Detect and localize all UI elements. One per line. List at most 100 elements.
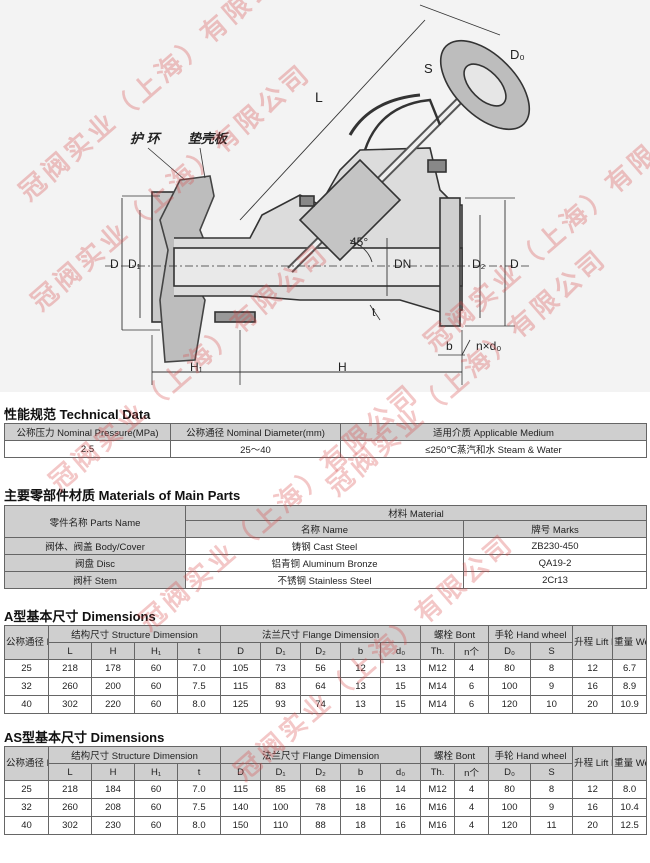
label-H1: H₁ (190, 360, 203, 374)
table-cell: 105 (220, 659, 262, 678)
table-cell: 60 (134, 798, 178, 817)
header-part-name: 零件名称 Parts Name (4, 505, 186, 538)
materials-table: 零件名称 Parts Name 材料 Material 名称 Name 牌号 M… (4, 505, 647, 589)
table-cell: 13 (380, 659, 422, 678)
table-cell: 18 (340, 816, 382, 835)
table-cell: M14 (420, 677, 456, 696)
table-cell: 4 (454, 816, 490, 835)
dims-as-title: AS型基本尺寸 Dimensions (4, 730, 165, 745)
subheader: D (220, 642, 262, 660)
table-cell: 115 (220, 677, 262, 696)
header-applicable-medium: 适用介质 Applicable Medium (340, 423, 647, 441)
label-angle: 45° (350, 235, 369, 249)
table-cell: 10 (530, 695, 574, 714)
table-cell: 260 (48, 798, 92, 817)
subheader: L (48, 763, 92, 781)
table-cell: 115 (220, 780, 262, 799)
subheader: H (91, 642, 135, 660)
header-nominal-pressure: 公称压力 Nominal Pressure(MPa) (4, 423, 171, 441)
label-H: H (338, 360, 347, 374)
materials-title: 主要零部件材质 Materials of Main Parts (4, 488, 241, 503)
subheader: D₂ (300, 763, 342, 781)
subheader: D₀ (488, 642, 532, 660)
table-cell: 110 (260, 816, 302, 835)
cell-marks: QA19-2 (463, 554, 647, 572)
table-cell: 10.9 (612, 695, 648, 714)
cell-pressure: 2.5 (4, 440, 171, 458)
table-cell: 120 (488, 695, 532, 714)
label-L: L (315, 89, 323, 105)
header-weight: 重量 Weight (kg) (612, 625, 648, 660)
table-cell: 74 (300, 695, 342, 714)
table-cell: 8 (530, 780, 574, 799)
table-cell: 12 (572, 780, 614, 799)
table-cell: M12 (420, 659, 456, 678)
table-cell: 83 (260, 677, 302, 696)
subheader: b (340, 763, 382, 781)
table-cell: 85 (260, 780, 302, 799)
table-cell: 6.7 (612, 659, 648, 678)
header-lift: 升程 Lift Range m (572, 625, 614, 660)
technical-data-table: 公称压力 Nominal Pressure(MPa) 公称通径 Nominal … (4, 423, 647, 458)
label-sealing-plate: 垫壳板 (188, 131, 228, 146)
subheader: H₁ (134, 763, 178, 781)
subheader: L (48, 642, 92, 660)
table-cell: 32 (4, 677, 49, 696)
header-lift: 升程 Lift Range m (572, 746, 614, 781)
table-cell: 6 (454, 677, 490, 696)
table-cell: 8.0 (176, 695, 222, 714)
subheader: H (91, 763, 135, 781)
subheader: Th. (420, 642, 456, 660)
table-cell: 100 (488, 677, 532, 696)
cell-material-name: 铝青铜 Aluminum Bronze (185, 554, 464, 572)
subheader: D₁ (260, 642, 302, 660)
label-D1: D₁ (128, 257, 141, 271)
table-cell: 88 (300, 816, 342, 835)
table-cell: 178 (91, 659, 135, 678)
table-cell: 60 (134, 780, 178, 799)
row-part: 阀体、阀盖 Body/Cover (4, 537, 186, 555)
table-cell: 13 (340, 677, 382, 696)
table-cell: 16 (572, 677, 614, 696)
table-cell: 60 (134, 816, 178, 835)
table-cell: M12 (420, 780, 456, 799)
header-bolt: 螺栓 Bont (420, 625, 490, 643)
label-D-right: D (510, 257, 519, 271)
table-cell: 60 (134, 677, 178, 696)
header-bolt: 螺栓 Bont (420, 746, 490, 764)
cell-material-name: 铸钢 Cast Steel (185, 537, 464, 555)
dims-a-title: A型基本尺寸 Dimensions (4, 609, 156, 624)
table-cell: 16 (572, 798, 614, 817)
table-cell: 40 (4, 816, 49, 835)
table-cell: M14 (420, 695, 456, 714)
table-cell: 25 (4, 780, 49, 799)
table-cell: 184 (91, 780, 135, 799)
cell-marks: ZB230-450 (463, 537, 647, 555)
table-cell: 8.0 (612, 780, 648, 799)
table-cell: 218 (48, 780, 92, 799)
subheader: Th. (420, 763, 456, 781)
subheader: D (220, 763, 262, 781)
label-t: t (372, 305, 376, 319)
header-hand-wheel: 手轮 Hand wheel (488, 625, 574, 643)
row-part: 阀杆 Stem (4, 571, 186, 589)
table-cell: 260 (48, 677, 92, 696)
table-cell: 150 (220, 816, 262, 835)
table-cell: 7.5 (176, 798, 222, 817)
subheader: t (176, 642, 222, 660)
table-cell: 25 (4, 659, 49, 678)
valve-drawing: L D₀ S 护 环 垫壳板 45° D D₁ DN D₂ D t b n×d₀… (0, 0, 650, 392)
table-cell: 7.0 (176, 659, 222, 678)
subheader: H₁ (134, 642, 178, 660)
table-cell: 16 (380, 816, 422, 835)
subheader: d₀ (380, 642, 422, 660)
table-cell: 140 (220, 798, 262, 817)
cell-marks: 2Cr13 (463, 571, 647, 589)
table-cell: 302 (48, 816, 92, 835)
table-cell: 230 (91, 816, 135, 835)
table-cell: 40 (4, 695, 49, 714)
table-cell: 60 (134, 695, 178, 714)
label-b: b (446, 339, 453, 353)
label-D0: D₀ (510, 47, 525, 62)
